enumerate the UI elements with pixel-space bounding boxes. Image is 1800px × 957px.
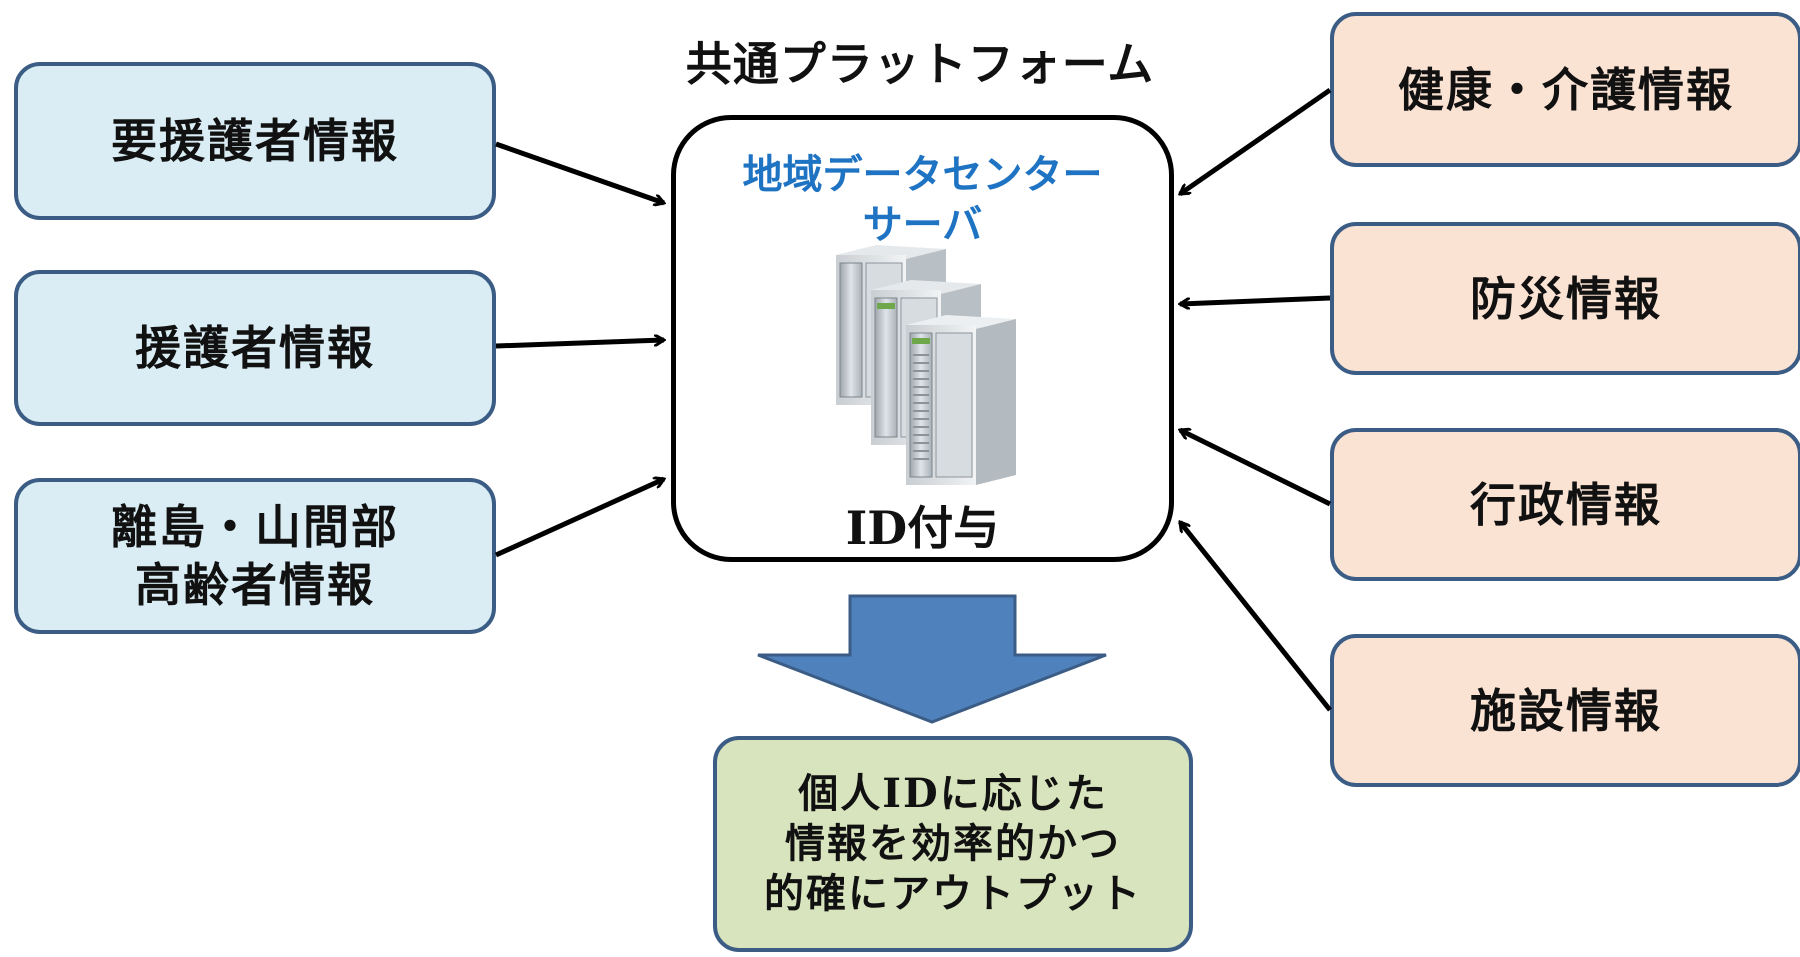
box-label: 援護者情報 — [135, 321, 375, 375]
platform-title: 共通プラットフォーム — [685, 37, 1155, 91]
arrow-left-2 — [495, 340, 664, 349]
data-center-server-box: 地域データセンター サーバ — [671, 115, 1174, 562]
right-box-health-care: 健康・介護情報 — [1330, 12, 1800, 167]
server-rack-icon — [836, 245, 1016, 485]
arrow-left-1 — [495, 141, 664, 203]
right-box-administration: 行政情報 — [1330, 428, 1800, 581]
output-box: 個人IDに応じた 情報を効率的かつ 的確にアウトプット — [713, 736, 1193, 952]
server-title-line2: サーバ — [862, 201, 983, 248]
left-box-supporter: 援護者情報 — [14, 270, 496, 426]
arrow-right-4 — [1178, 522, 1332, 712]
output-line1: 個人IDに応じた — [798, 770, 1108, 817]
arrow-right-2 — [1180, 295, 1331, 304]
id-assignment-label: ID付与 — [845, 501, 1000, 555]
box-label: 防災情報 — [1470, 271, 1662, 326]
arrow-left-3 — [494, 479, 664, 558]
output-line3: 的確にアウトプット — [764, 870, 1142, 917]
output-line2: 情報を効率的かつ — [785, 820, 1121, 867]
right-box-facility: 施設情報 — [1330, 634, 1800, 787]
box-label: 要援護者情報 — [111, 114, 399, 168]
left-box-remote-elderly: 離島・山間部 高齢者情報 — [14, 478, 496, 634]
right-box-disaster-prevention: 防災情報 — [1330, 222, 1800, 375]
box-label: 行政情報 — [1470, 477, 1662, 532]
down-arrow — [757, 594, 1107, 724]
arrow-right-1 — [1180, 87, 1332, 197]
box-label: 施設情報 — [1470, 683, 1662, 738]
box-label-line1: 離島・山間部 — [111, 500, 399, 554]
box-label: 健康・介護情報 — [1398, 62, 1734, 117]
box-label-line2: 高齢者情報 — [135, 558, 375, 612]
server-unit-front — [906, 315, 1016, 485]
arrow-right-3 — [1180, 430, 1332, 507]
server-title-line1: 地域データセンター — [742, 151, 1103, 198]
server-title: 地域データセンター サーバ — [676, 150, 1169, 250]
left-box-requires-assistance: 要援護者情報 — [14, 62, 496, 220]
